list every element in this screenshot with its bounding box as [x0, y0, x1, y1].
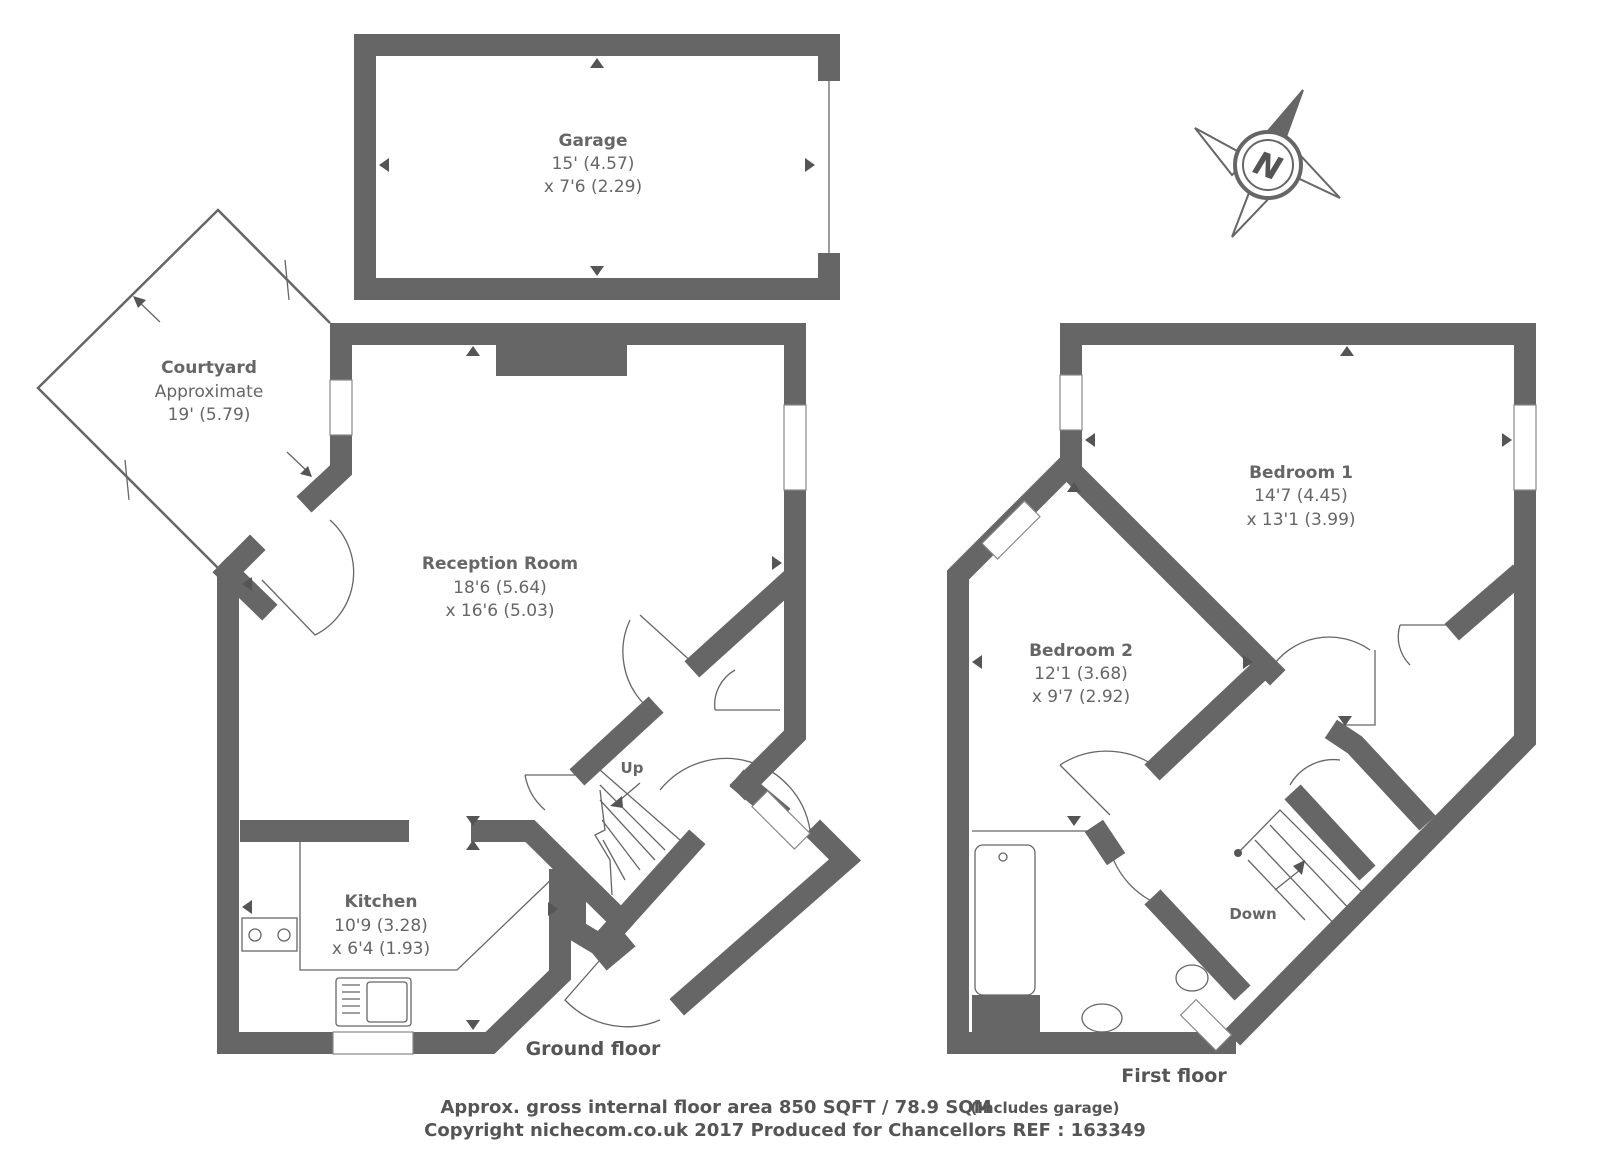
garage-name: Garage: [559, 131, 628, 151]
floor-area-note: (Includes garage): [970, 1099, 1119, 1117]
compass-icon: N: [1194, 89, 1341, 238]
courtyard-name: Courtyard: [161, 358, 257, 378]
ground-floor-label: Ground floor: [526, 1038, 661, 1060]
garage-walls: [354, 34, 840, 300]
floor-area-text: Approx. gross internal floor area 850 SQ…: [440, 1097, 991, 1118]
reception-dim1: 18'6 (5.64): [453, 578, 547, 598]
copyright-text: Copyright nichecom.co.uk 2017 Produced f…: [424, 1120, 1146, 1141]
first-floor-label: First floor: [1121, 1065, 1227, 1087]
bedroom1-dim1: 14'7 (4.45): [1254, 486, 1348, 506]
kitchen-dim2: x 6'4 (1.93): [332, 939, 430, 959]
garage-dim2: x 7'6 (2.29): [544, 177, 642, 197]
reception-dim2: x 16'6 (5.03): [445, 601, 554, 621]
reception-name: Reception Room: [422, 554, 578, 574]
kitchen-dim1: 10'9 (3.28): [334, 916, 428, 936]
bedroom1-name: Bedroom 1: [1249, 463, 1353, 483]
kitchen-name: Kitchen: [345, 892, 418, 912]
garage-dim1: 15' (4.57): [552, 154, 635, 174]
bedroom2-dim1: 12'1 (3.68): [1034, 664, 1128, 684]
bedroom2-dim2: x 9'7 (2.92): [1032, 687, 1130, 707]
courtyard-note: Approximate: [155, 382, 264, 402]
first-floor-walls: [947, 323, 1537, 1054]
room-labels: Garage 15' (4.57) x 7'6 (2.29) Courtyard…: [155, 131, 1356, 1141]
stairs-down-label: Down: [1229, 905, 1276, 923]
bedroom2-name: Bedroom 2: [1029, 641, 1133, 661]
courtyard-dim1: 19' (5.79): [168, 405, 251, 425]
stairs-up-label: Up: [621, 759, 644, 777]
courtyard-outline: [36, 208, 331, 569]
bedroom1-dim2: x 13'1 (3.99): [1246, 510, 1355, 530]
ground-floor-walls: [212, 323, 862, 1055]
